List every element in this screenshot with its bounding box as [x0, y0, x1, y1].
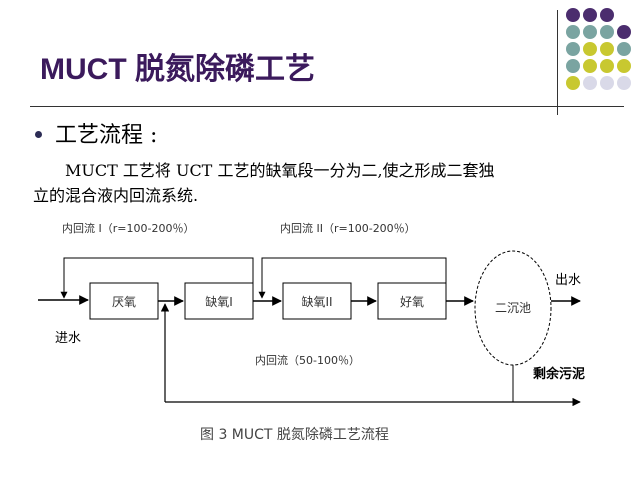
anoxic-2-tank	[282, 282, 352, 320]
figure-caption: 图 3 MUCT 脱氮除磷工艺流程	[200, 427, 389, 443]
decor-dot	[583, 76, 597, 90]
recycle-3-label: 内回流（50-100％）	[255, 353, 360, 367]
decor-dot	[617, 76, 631, 90]
decor-dot	[583, 8, 597, 22]
bullet-heading: 工艺流程 :	[55, 123, 158, 148]
body-text-line-1: MUCT 工艺将 UCT 工艺的缺氧段一分为二,使之形成二套独	[65, 161, 495, 180]
anoxic-1-tank	[184, 282, 254, 320]
clarifier-label: 二沉池	[495, 301, 531, 315]
recycle-1-line	[60, 257, 254, 299]
decor-dot	[600, 76, 614, 90]
decor-dot	[583, 59, 597, 73]
anoxic-2-label: 缺氧II	[301, 294, 332, 309]
bullet-dot-icon	[35, 131, 42, 138]
decor-dot	[617, 25, 631, 39]
sludge-label: 剩余污泥	[533, 366, 585, 382]
aerobic-label: 好氧	[400, 295, 424, 309]
decor-dot	[566, 42, 580, 56]
decor-dot	[617, 59, 631, 73]
decor-dot	[600, 25, 614, 39]
title-vertical-rule	[557, 10, 558, 115]
recycle-2-label: 内回流 II（r=100-200％）	[280, 221, 416, 235]
decor-dot	[600, 59, 614, 73]
title-horizontal-rule	[30, 106, 624, 107]
decor-dot	[566, 59, 580, 73]
decor-dot	[600, 8, 614, 22]
body-text-line-2: 立的混合液内回流系统.	[33, 186, 199, 205]
outlet-label: 出水	[555, 273, 581, 288]
decor-dot	[617, 42, 631, 56]
decor-dot	[566, 8, 580, 22]
decor-dot	[583, 42, 597, 56]
page-title: MUCT 脱氮除磷工艺	[40, 53, 315, 86]
aerobic-tank	[377, 282, 447, 320]
recycle-1-label: 内回流 I（r=100-200％）	[62, 221, 194, 235]
recycle-2-line	[258, 257, 447, 300]
inlet-label: 进水	[55, 331, 81, 346]
decor-dot	[583, 25, 597, 39]
decor-dot	[600, 42, 614, 56]
decor-dot	[566, 76, 580, 90]
anaerobic-tank	[89, 282, 159, 320]
decor-dot	[566, 25, 580, 39]
anoxic-1-label: 缺氧I	[205, 294, 233, 309]
anaerobic-label: 厌氧	[112, 295, 136, 309]
